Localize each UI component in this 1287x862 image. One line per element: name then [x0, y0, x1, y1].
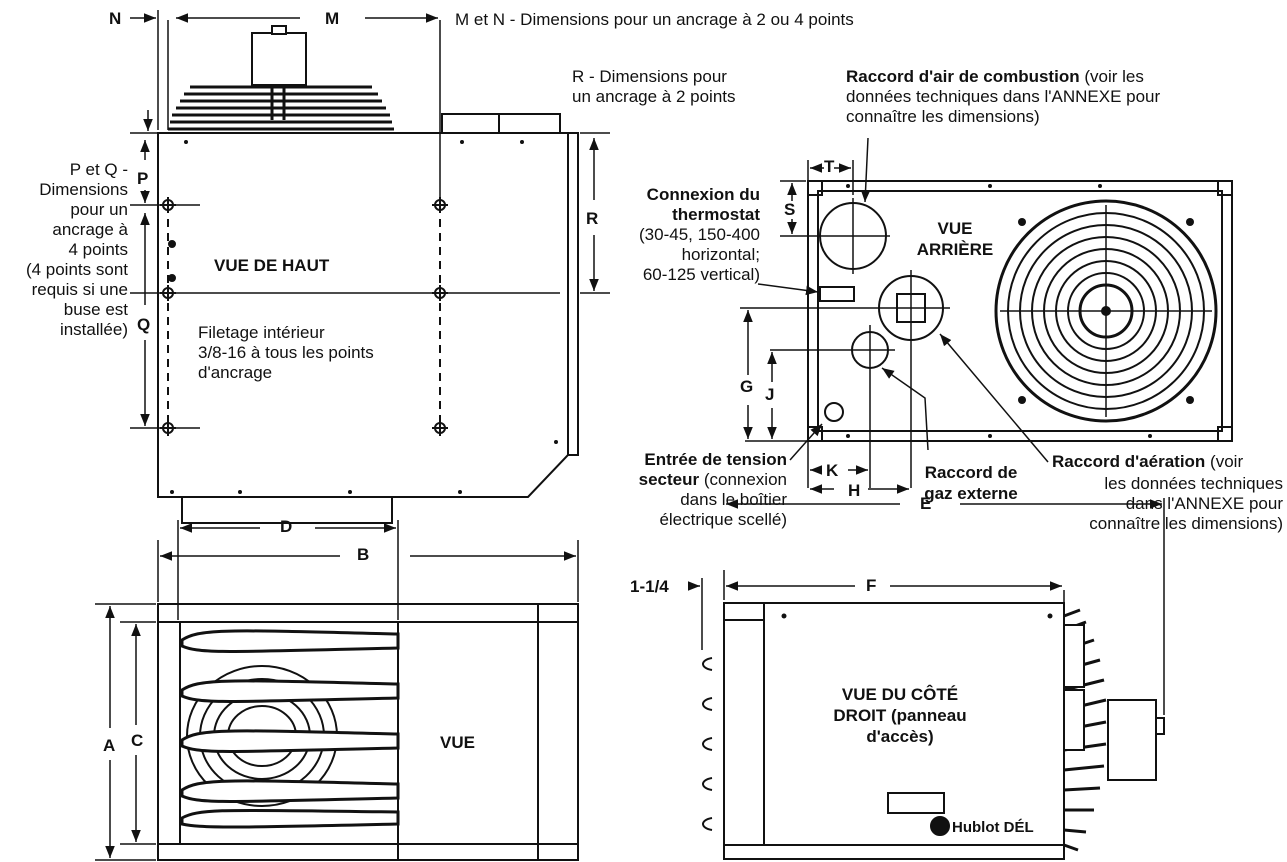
dim-label-one-quarter: 1-1/4: [630, 577, 669, 596]
dim-label-j: J: [765, 385, 775, 404]
top-view-title: VUE DE HAUT: [214, 256, 330, 275]
dim-label-a: A: [103, 736, 116, 755]
power-entry: [824, 402, 844, 422]
dim-label-d: D: [280, 517, 293, 536]
front-heat-exchanger-tubes: [180, 629, 400, 829]
dim-label-s: S: [784, 200, 796, 219]
dim-label-n: N: [109, 9, 122, 28]
thermostat-connection: [819, 286, 855, 302]
led-window-label: Hublot DÉL: [952, 819, 1034, 836]
top-view: [130, 10, 610, 524]
side-motor-box: [1107, 699, 1157, 781]
access-panel-label: [887, 792, 945, 814]
front-view: [95, 520, 579, 861]
dim-label-b: B: [357, 545, 370, 564]
right-side-view: [688, 498, 1165, 860]
top-motor-box: [251, 32, 307, 86]
top-view-body: [157, 132, 569, 498]
top-fan-guard: [168, 85, 394, 131]
dim-label-k: K: [826, 461, 839, 480]
dim-label-m: M: [325, 9, 340, 28]
rear-view: [740, 137, 1233, 494]
dim-label-e: E: [920, 494, 932, 513]
note-vent-connection-more: les données techniques dans l'ANNEXE pou…: [1089, 474, 1283, 533]
note-thermostat: Connexion du thermostat (30-45, 150-400 …: [639, 185, 760, 284]
note-combustion-air: Raccord d'air de combustion (voir les do…: [846, 67, 1161, 126]
note-m-n: M et N - Dimensions pour un ancrage à 2 …: [455, 10, 854, 29]
dim-label-p: P: [137, 169, 149, 188]
rear-fan-guard: [994, 199, 1218, 423]
right-view-body: [723, 602, 1065, 846]
dim-label-q: Q: [137, 315, 151, 334]
front-view-title: VUE: [440, 733, 475, 752]
combustion-title: Raccord d'air de combustion: [846, 67, 1080, 86]
dim-label-c: C: [131, 731, 144, 750]
led-window-icon: [930, 816, 950, 836]
anchor-points: [160, 197, 448, 436]
note-vent-connection: Raccord d'aération (voir: [1052, 452, 1244, 471]
dim-label-h: H: [848, 481, 861, 500]
dim-label-g: G: [740, 377, 754, 396]
dim-label-r: R: [586, 209, 599, 228]
dim-label-f: F: [866, 576, 877, 595]
note-power-entry: Entrée de tension secteur (connexion dan…: [638, 450, 787, 529]
dim-label-t: T: [824, 157, 835, 176]
